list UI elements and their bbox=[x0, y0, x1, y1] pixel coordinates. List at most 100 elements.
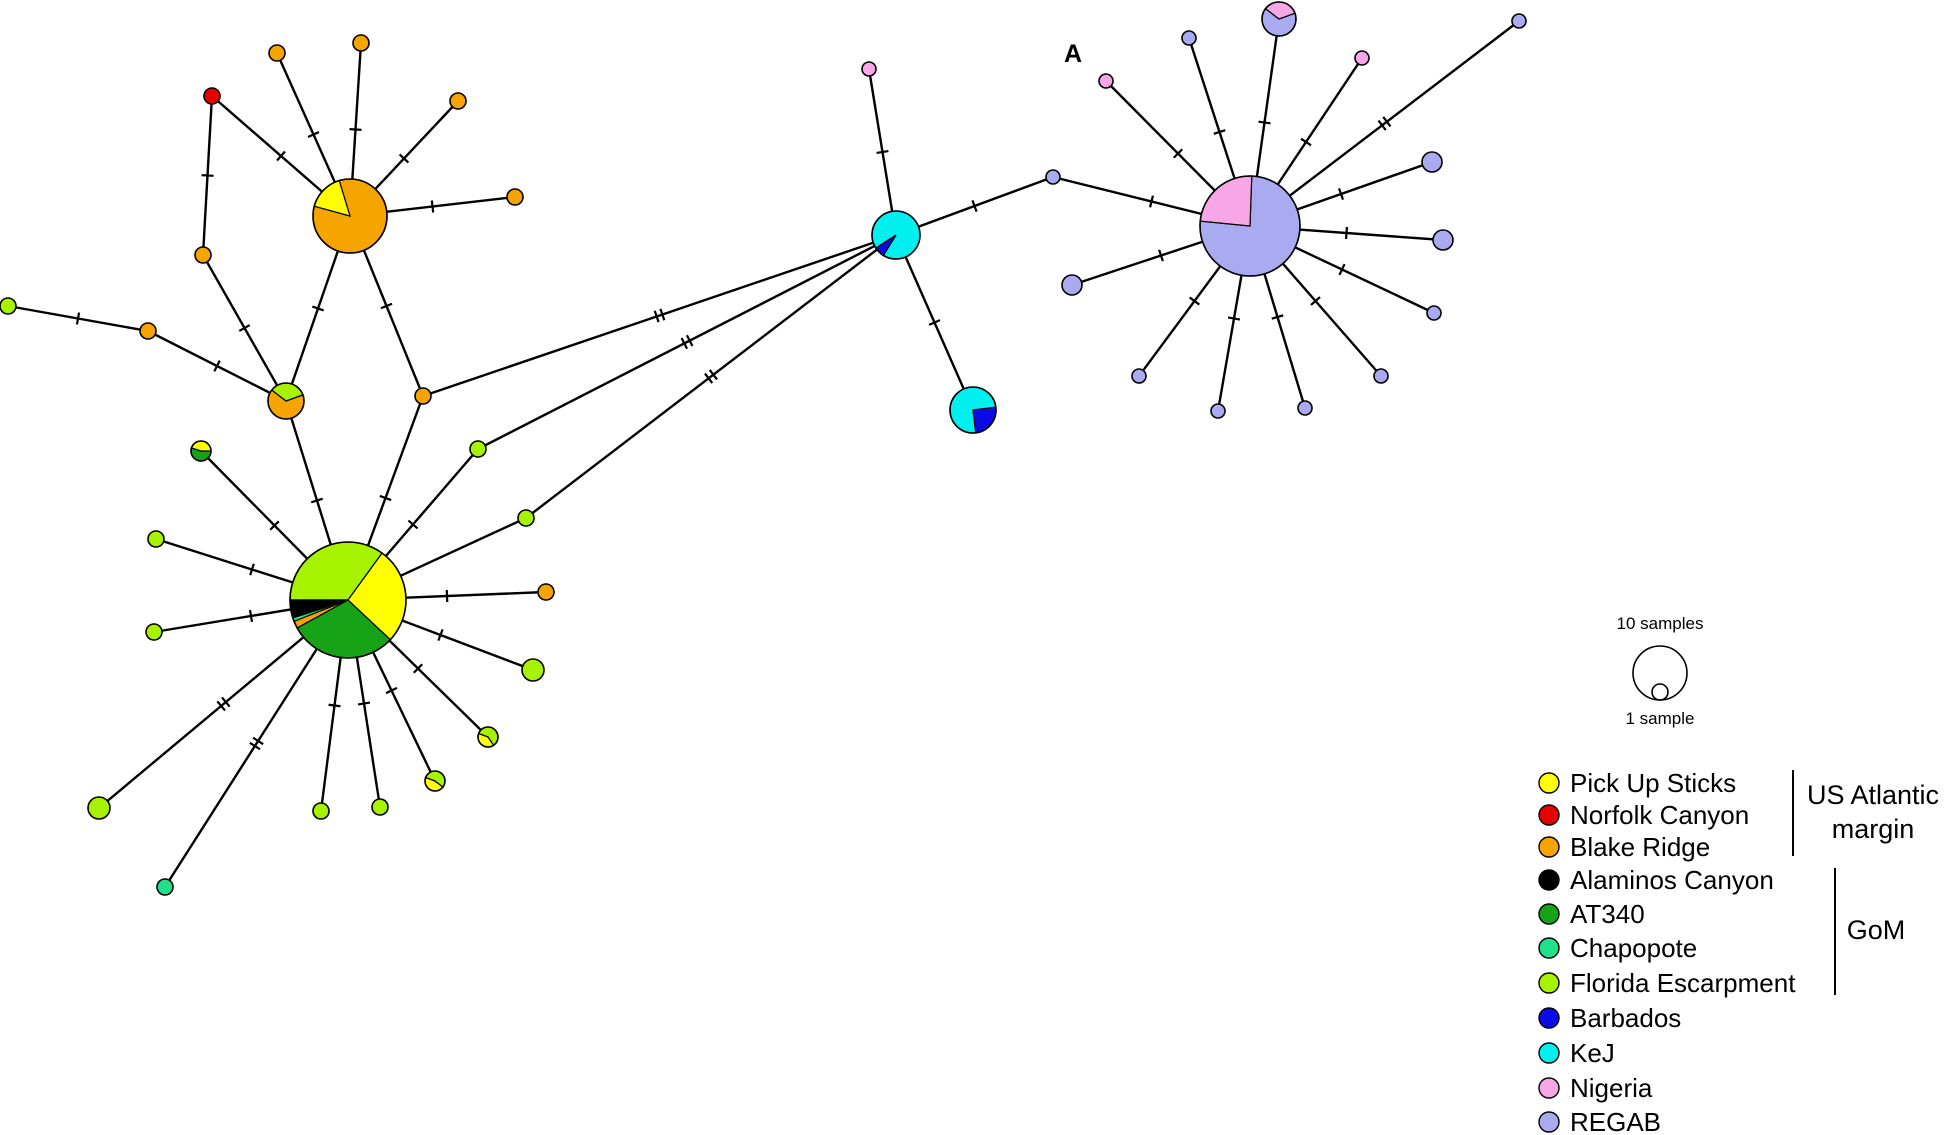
mutation-tick bbox=[379, 494, 392, 502]
mutation-tick bbox=[252, 736, 264, 746]
legend-label: AT340 bbox=[1570, 899, 1645, 929]
legend-label: Nigeria bbox=[1570, 1073, 1653, 1103]
node-slice bbox=[507, 189, 523, 205]
legend-swatch bbox=[1538, 836, 1560, 858]
mutation-tick bbox=[1213, 129, 1226, 135]
node-slice bbox=[1182, 31, 1196, 45]
node-slice bbox=[415, 388, 431, 404]
node-outline bbox=[1199, 175, 1301, 277]
network-edge bbox=[1249, 20, 1520, 227]
legend-swatch bbox=[1538, 869, 1560, 891]
node-slice bbox=[146, 624, 162, 640]
haplotype-node bbox=[289, 541, 407, 659]
node-slice bbox=[1374, 369, 1388, 383]
node-slice bbox=[1433, 230, 1453, 250]
node-slice bbox=[1211, 404, 1225, 418]
node-outline bbox=[469, 440, 487, 458]
node-outline bbox=[371, 798, 389, 816]
legend-item: Chapopote bbox=[1538, 933, 1697, 963]
haplotype-node bbox=[312, 802, 330, 820]
haplotype-node bbox=[371, 798, 389, 816]
node-outline bbox=[449, 92, 467, 110]
node-outline bbox=[1511, 13, 1527, 29]
mutation-tick bbox=[1158, 249, 1164, 262]
network-edges bbox=[7, 18, 1520, 888]
haplotype-node bbox=[87, 796, 111, 820]
haplotype-node bbox=[1426, 305, 1442, 321]
haplotype-node bbox=[267, 382, 305, 420]
haplotype-node bbox=[469, 440, 487, 458]
network-edge bbox=[477, 233, 897, 451]
mutation-tick bbox=[413, 663, 423, 674]
mutation-tick bbox=[1148, 195, 1155, 208]
haplotype-node bbox=[145, 623, 163, 641]
legend-swatch bbox=[1538, 772, 1560, 794]
legend-label: Chapopote bbox=[1570, 933, 1697, 963]
node-outline bbox=[1131, 368, 1147, 384]
node-outline bbox=[414, 387, 432, 405]
node-outline bbox=[268, 44, 286, 62]
node-outline bbox=[1210, 403, 1226, 419]
legend-label: Barbados bbox=[1570, 1003, 1681, 1033]
node-outline bbox=[517, 509, 535, 527]
node-outline bbox=[194, 246, 212, 264]
node-outline bbox=[477, 726, 499, 748]
mutation-tick bbox=[653, 310, 660, 323]
node-outline bbox=[506, 188, 524, 206]
group-label-us-atlantic-line2: margin bbox=[1832, 814, 1915, 844]
haplotype-node bbox=[1098, 73, 1114, 89]
mutation-tick bbox=[75, 312, 81, 325]
haplotype-node bbox=[194, 246, 212, 264]
node-slice bbox=[1298, 401, 1312, 415]
node-slice bbox=[353, 35, 369, 51]
node-slice bbox=[522, 659, 544, 681]
node-slice bbox=[450, 93, 466, 109]
node-outline bbox=[949, 386, 997, 434]
legend-swatch bbox=[1538, 1007, 1560, 1029]
legend-item: KeJ bbox=[1538, 1038, 1615, 1068]
node-outline bbox=[537, 583, 555, 601]
legend-label: Blake Ridge bbox=[1570, 832, 1710, 862]
haplotype-node bbox=[1297, 400, 1313, 416]
haplotype-node bbox=[1045, 169, 1061, 185]
legend-swatch bbox=[1538, 1077, 1560, 1099]
mutation-tick bbox=[385, 686, 398, 695]
node-slice bbox=[470, 441, 486, 457]
legend-label: Alaminos Canyon bbox=[1570, 865, 1774, 895]
haplotype-node bbox=[139, 322, 157, 340]
haplotype-node bbox=[1210, 403, 1226, 419]
node-outline bbox=[147, 530, 165, 548]
mutation-tick bbox=[1382, 116, 1392, 128]
haplotype-node bbox=[352, 34, 370, 52]
legend-item: Blake Ridge bbox=[1538, 832, 1710, 862]
scale-large-label: 10 samples bbox=[1617, 614, 1704, 633]
mutation-tick bbox=[971, 199, 978, 213]
mutation-tick bbox=[216, 700, 226, 712]
node-slice bbox=[1062, 275, 1082, 295]
mutation-tick bbox=[437, 628, 444, 642]
node-outline bbox=[203, 87, 221, 105]
mutation-tick bbox=[276, 150, 286, 162]
mutation-tick bbox=[680, 337, 689, 350]
haplotype-node bbox=[1181, 30, 1197, 46]
sample-size-scale: 10 samples 1 sample bbox=[1617, 614, 1704, 728]
haplotype-node bbox=[1421, 151, 1443, 173]
scale-small-circle bbox=[1651, 683, 1669, 701]
node-slice bbox=[1046, 170, 1060, 184]
legend-swatch bbox=[1538, 937, 1560, 959]
mutation-tick bbox=[248, 609, 254, 623]
node-slice bbox=[148, 531, 164, 547]
node-outline bbox=[87, 796, 111, 820]
mutation-tick bbox=[1310, 296, 1321, 306]
haplotype-node bbox=[268, 44, 286, 62]
node-slice bbox=[972, 406, 997, 434]
legend-item: REGAB bbox=[1538, 1107, 1661, 1135]
haplotype-node bbox=[156, 878, 174, 896]
mutation-tick bbox=[430, 200, 435, 213]
mutation-tick bbox=[1377, 119, 1387, 131]
node-outline bbox=[871, 210, 921, 260]
mutation-tick bbox=[1300, 137, 1312, 147]
mutation-tick bbox=[238, 324, 251, 332]
node-slice bbox=[269, 45, 285, 61]
